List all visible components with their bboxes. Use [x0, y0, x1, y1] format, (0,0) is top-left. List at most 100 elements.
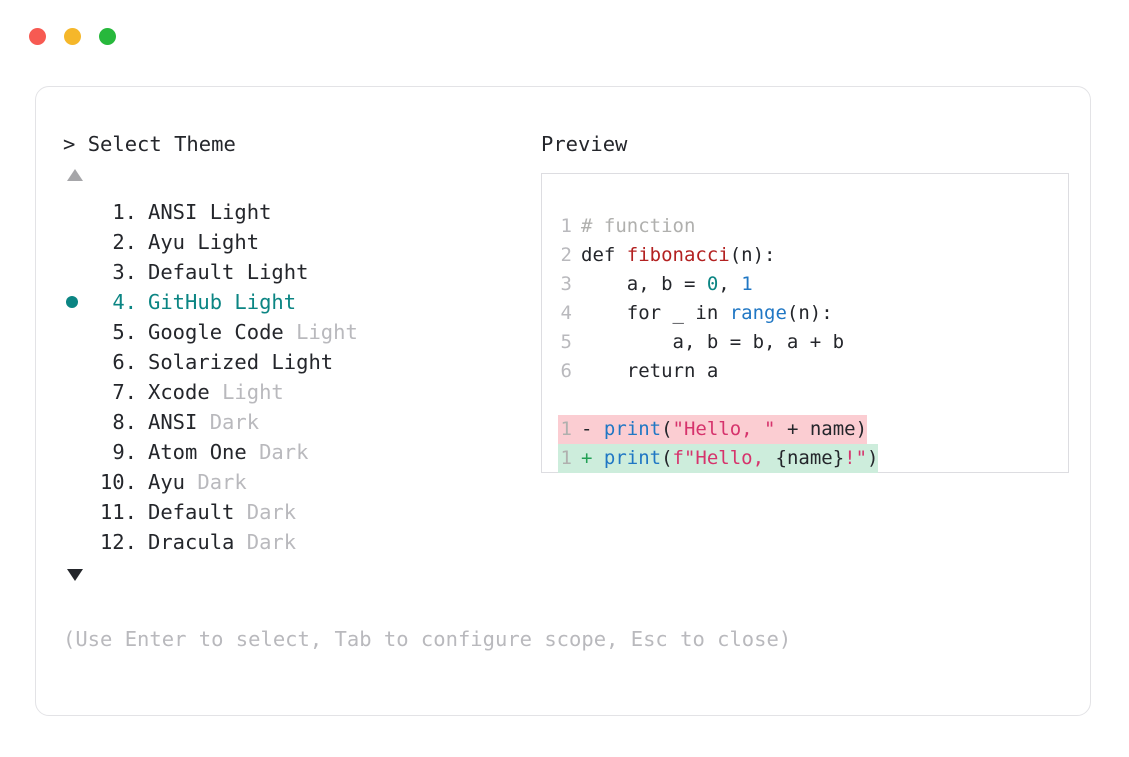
code-token: for _ in: [581, 302, 730, 324]
prompt-symbol: >: [63, 132, 76, 156]
selected-bullet-icon: [66, 296, 78, 308]
selection-indicator: [63, 287, 91, 317]
theme-list-item[interactable]: 5.Google Code Light: [63, 317, 533, 347]
theme-list-item[interactable]: 7.Xcode Light: [63, 377, 533, 407]
diff-line-add: 1+ print(f"Hello, {name}!"): [558, 444, 1068, 473]
theme-item-spacer: [222, 287, 234, 317]
theme-item-name: ANSI: [148, 410, 198, 434]
theme-item-number: 11.: [99, 500, 137, 524]
diff-line-del: 1- print("Hello, " + name): [558, 415, 1068, 444]
theme-item-variant: Light: [296, 320, 358, 344]
theme-item-spacer: [210, 377, 222, 407]
theme-list-item[interactable]: 4. GitHub Light: [63, 287, 533, 317]
theme-item-spacer: [185, 227, 197, 257]
theme-item-number: 3.: [112, 260, 137, 284]
selection-indicator: [63, 497, 91, 527]
code-token: range: [729, 302, 787, 324]
code-line: 5 a, b = b, a + b: [558, 328, 1068, 357]
theme-item-spacer: [259, 347, 271, 377]
theme-item-variant: Light: [271, 350, 334, 374]
selection-indicator: [63, 227, 91, 257]
preview-column: Preview: [541, 131, 1069, 157]
code-token: {name}: [775, 447, 845, 469]
theme-item-number: 4.: [112, 290, 137, 314]
theme-item-variant: Light: [222, 380, 284, 404]
theme-item-variant: Light: [234, 290, 297, 314]
theme-item-name: Google Code: [148, 320, 284, 344]
line-number: 3: [560, 273, 572, 295]
theme-item-spacer: [234, 527, 246, 557]
chevron-up-icon: [67, 169, 83, 181]
theme-item-spacer: [185, 467, 197, 497]
preview-title: Preview: [541, 132, 628, 156]
scroll-up-indicator[interactable]: [63, 157, 533, 191]
code-line: 3 a, b = 0, 1: [558, 270, 1068, 299]
close-icon[interactable]: [29, 28, 46, 45]
theme-item-spacer: [234, 257, 246, 287]
theme-item-number: 7.: [112, 380, 137, 404]
line-number: 4: [560, 302, 572, 324]
theme-item-variant: Dark: [246, 500, 297, 524]
theme-item-number: 6.: [112, 350, 137, 374]
theme-item-spacer: [234, 497, 246, 527]
code-token: ,: [718, 273, 742, 295]
theme-list-item[interactable]: 10.Ayu Dark: [63, 467, 533, 497]
code-blank-line: [558, 386, 1068, 415]
theme-list-item[interactable]: 12.Dracula Dark: [63, 527, 533, 557]
theme-list-item[interactable]: 6.Solarized Light: [63, 347, 533, 377]
selection-indicator: [63, 377, 91, 407]
diff-highlight: 1+ print(f"Hello, {name}!"): [558, 444, 879, 473]
theme-item-name: GitHub: [148, 290, 223, 314]
window-titlebar: [29, 28, 116, 45]
code-token: "Hello, ": [672, 418, 776, 440]
selection-indicator: [63, 347, 91, 377]
line-number: 6: [560, 360, 572, 382]
theme-item-name: Ayu: [148, 230, 186, 254]
line-number: 1: [560, 447, 572, 469]
theme-item-variant: Light: [209, 200, 272, 224]
selection-indicator: [63, 197, 91, 227]
theme-item-number: 2.: [112, 230, 137, 254]
theme-list-item[interactable]: 3.Default Light: [63, 257, 533, 287]
code-token: (n):: [729, 244, 776, 266]
theme-item-number: 10.: [99, 470, 137, 494]
code-line: 6 return a: [558, 357, 1068, 386]
theme-list-item[interactable]: 1.ANSI Light: [63, 197, 533, 227]
theme-list-item[interactable]: 11. Default Dark: [63, 497, 533, 527]
theme-item-spacer: [197, 197, 209, 227]
minimize-icon[interactable]: [64, 28, 81, 45]
code-token: print: [603, 418, 662, 440]
theme-item-variant: Dark: [197, 470, 247, 494]
selection-indicator: [63, 257, 91, 287]
theme-item-name: Dracula: [148, 530, 235, 554]
theme-item-name: ANSI: [148, 200, 198, 224]
maximize-icon[interactable]: [99, 28, 116, 45]
line-number: 1: [560, 418, 572, 440]
code-line: 1# function: [558, 212, 1068, 241]
code-token: (: [661, 447, 673, 469]
code-token: print: [603, 447, 662, 469]
code-token: def: [581, 244, 627, 266]
selection-indicator: [63, 467, 91, 497]
code-token: + name): [775, 418, 868, 440]
selection-indicator: [63, 527, 91, 557]
diff-sign: -: [581, 418, 604, 440]
theme-list-item[interactable]: 8.ANSI Dark: [63, 407, 533, 437]
code-token: (n):: [786, 302, 833, 324]
theme-list-item[interactable]: 9.Atom One Dark: [63, 437, 533, 467]
scroll-down-indicator[interactable]: [63, 557, 533, 595]
page-title-text: Select Theme: [87, 132, 236, 156]
selection-indicator: [63, 437, 91, 467]
selection-indicator: [63, 407, 91, 437]
code-line: 4 for _ in range(n):: [558, 299, 1068, 328]
code-token: return a: [581, 360, 719, 382]
code-token: a, b = b, a + b: [581, 331, 845, 353]
code-token: !": [844, 447, 868, 469]
theme-item-number: 12.: [99, 530, 137, 554]
theme-picker-panel: > Select Theme 1.ANSI Light 2. Ayu Light 3.…: [35, 86, 1091, 716]
theme-list-item[interactable]: 2.Ayu Light: [63, 227, 533, 257]
theme-item-name: Default: [148, 500, 235, 524]
